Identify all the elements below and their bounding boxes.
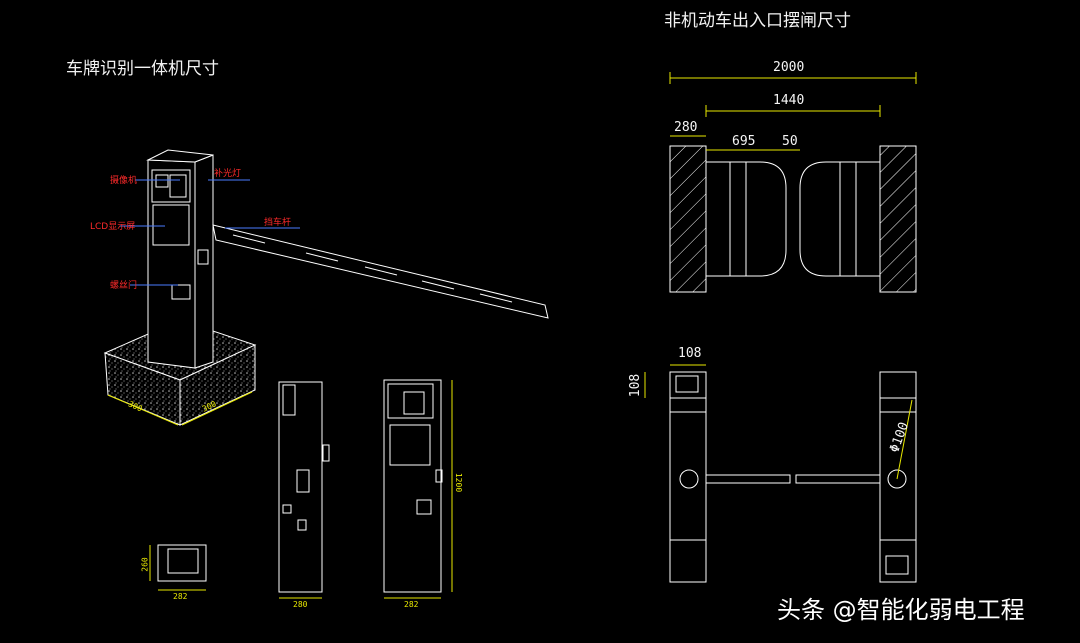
dim-plan-w: 282 [173,592,188,601]
cabinet-front [147,159,196,369]
door-slot [171,284,191,300]
left-post [669,145,707,293]
watermark-text: 头条 @智能化弱电工程 [777,596,1025,624]
swing-gate-plan [669,145,917,293]
callout-barrier-arm: 挡车杆 [264,218,292,228]
concrete-base-right [179,344,256,426]
right-wing [799,161,881,277]
lcd-panel [152,204,190,246]
dim-side-w: 280 [293,600,308,609]
dim-plan-h: 260 [140,557,150,572]
swing-gate-dimensions [669,72,917,151]
dim-wing-width: 695 [732,134,756,149]
dim-overall-width: 2000 [773,60,805,75]
callout-camera: 摄像机 [110,176,138,186]
dim-top-width: 108 [678,346,702,361]
swing-gate-elevation [644,364,917,583]
dim-inner-width: 1440 [773,93,805,108]
dim-gap: 50 [782,134,798,149]
right-post [879,145,917,293]
dim-post-width: 280 [674,120,698,135]
lpr-title: 车牌识别一体机尺寸 [66,59,219,79]
left-wing [705,161,787,277]
dim-front-w: 282 [404,600,419,609]
lpr-iso-view [103,149,549,426]
lpr-front-elevation [383,379,453,599]
lpr-side-elevation [278,381,330,599]
lpr-plan-view [149,544,207,591]
swing-gate-title: 非机动车出入口摆闸尺寸 [664,11,851,31]
dim-front-h: 1200 [454,472,464,493]
camera-window [151,169,191,203]
callout-fill-light: 补光灯 [214,169,242,179]
callout-lcd: LCD显示屏 [90,222,136,232]
callout-door-lock: 螺丝门 [110,281,138,291]
dim-top-height: 108 [628,373,644,398]
cabinet-top [146,149,214,163]
barrier-arm [212,224,549,319]
